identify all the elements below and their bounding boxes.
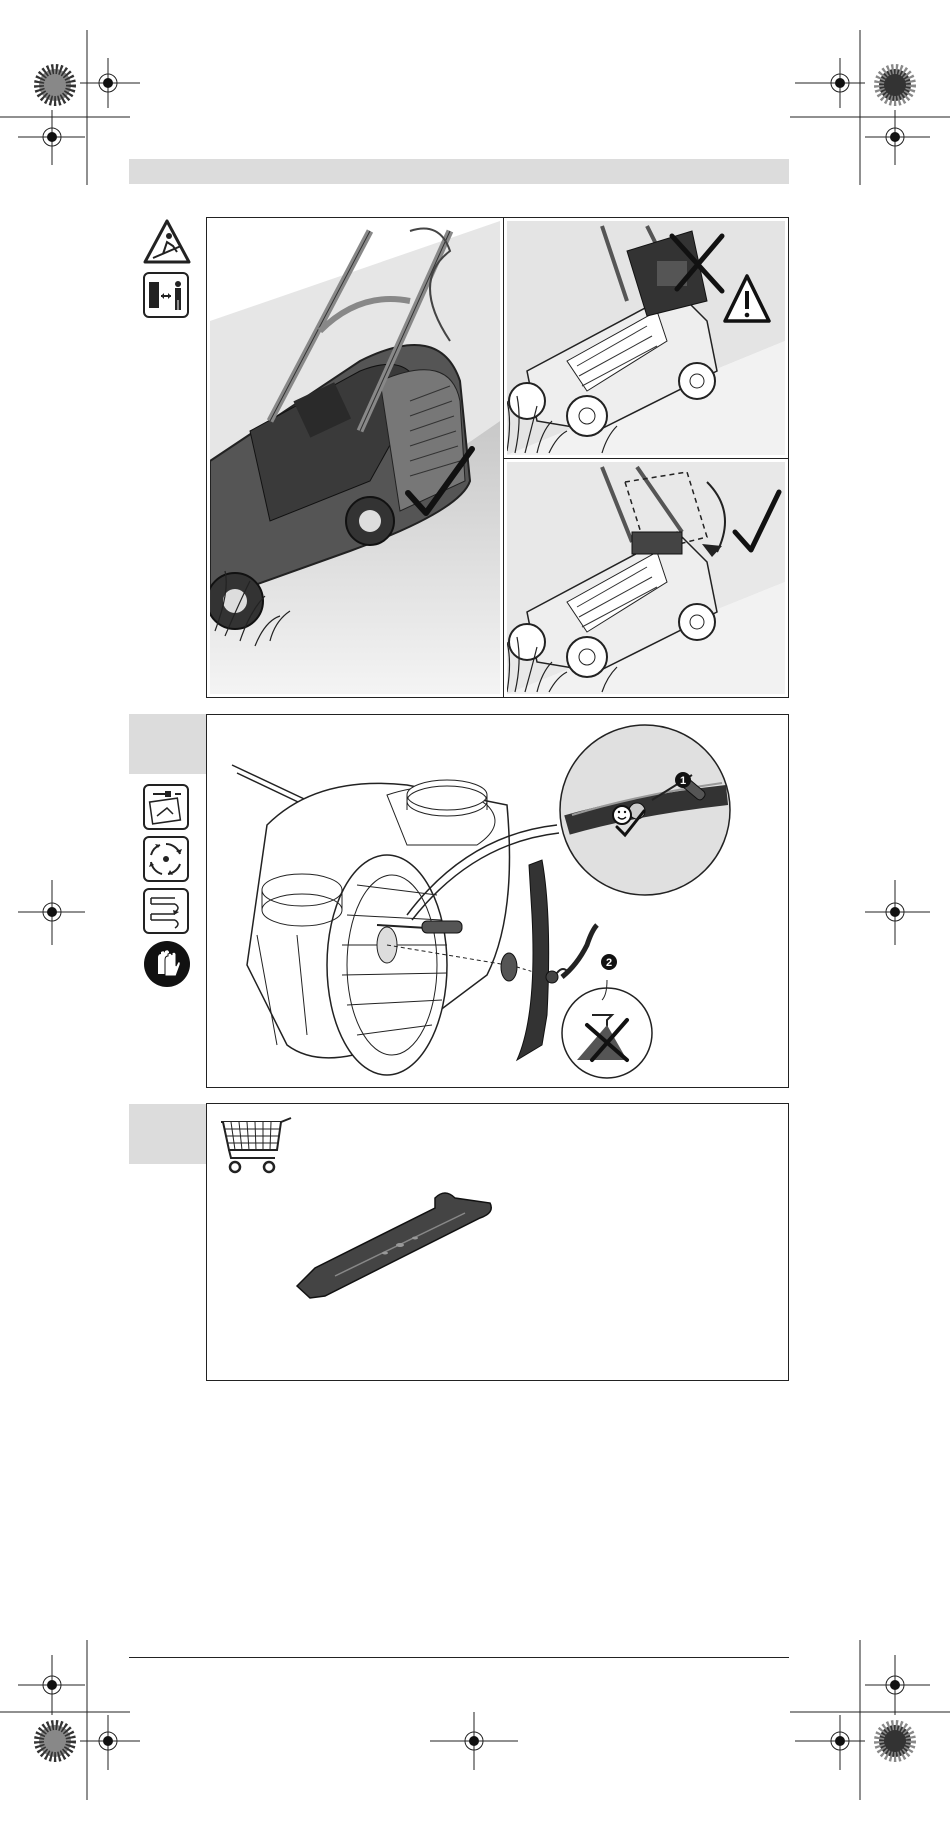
blade-removal-illustration: 2 1	[207, 715, 788, 1087]
gloves-icon	[143, 940, 191, 988]
section1-left-icons	[143, 218, 193, 318]
section3-tab	[129, 1104, 207, 1164]
section2-tab	[129, 714, 207, 774]
mower-on-slope-correct	[210, 221, 500, 694]
section3-panel	[206, 1103, 789, 1381]
unplug-icon	[143, 784, 189, 830]
callout-1: 1	[680, 775, 686, 787]
header-bar	[129, 159, 789, 184]
callout-2: 2	[606, 957, 612, 969]
mower-flap-closed-correct	[507, 462, 785, 694]
section1-panel	[206, 217, 789, 698]
footer-rule	[129, 1657, 789, 1658]
shopping-cart-icon	[219, 1114, 299, 1179]
wait-stop-icon	[143, 888, 189, 934]
slope-warning-icon	[143, 218, 191, 266]
section2-left-icons	[143, 784, 193, 988]
distance-person-icon	[143, 272, 189, 318]
blade-rotation-icon	[143, 836, 189, 882]
section2-panel: 2 1	[206, 714, 789, 1088]
replacement-blade	[295, 1168, 495, 1308]
mower-grassbox-removed-wrong	[507, 221, 785, 455]
